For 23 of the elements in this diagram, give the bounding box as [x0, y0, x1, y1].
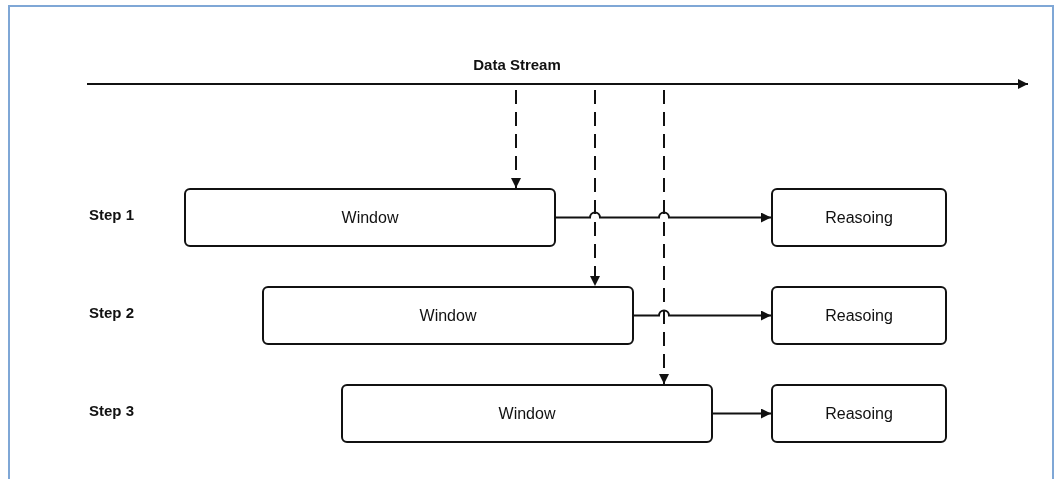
- stream-title: Data Stream: [473, 56, 561, 73]
- box-label: Window: [419, 306, 477, 325]
- box-label: Window: [498, 404, 556, 423]
- stream-arrow: [1009, 79, 1029, 89]
- box-label: Window: [341, 208, 399, 227]
- process-box: [771, 384, 947, 443]
- process-box: [184, 188, 556, 247]
- box-label: Reasoing: [825, 404, 893, 423]
- arrow: [555, 211, 772, 223]
- arrow: [511, 89, 521, 189]
- process-box: [262, 286, 634, 345]
- arrow: [590, 89, 600, 287]
- arrow: [712, 408, 772, 419]
- step-label: Step 1: [89, 205, 134, 223]
- step-label: Step 2: [89, 303, 134, 321]
- arrow: [633, 309, 772, 321]
- process-box: [771, 188, 947, 247]
- arrow: [659, 89, 669, 385]
- step-label: Step 3: [89, 401, 134, 419]
- process-box: [341, 384, 713, 443]
- process-box: [771, 286, 947, 345]
- box-label: Reasoing: [825, 208, 893, 227]
- box-label: Reasoing: [825, 306, 893, 325]
